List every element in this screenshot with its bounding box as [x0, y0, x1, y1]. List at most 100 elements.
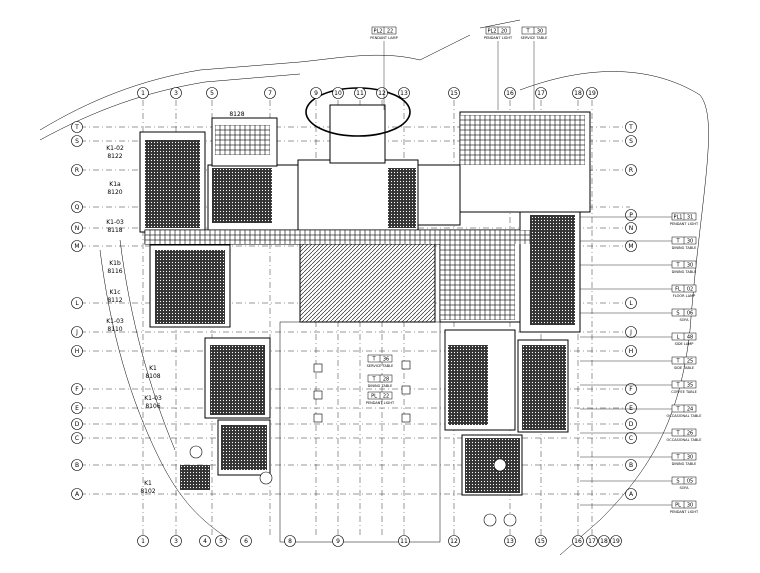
- svg-text:R: R: [629, 167, 633, 174]
- svg-text:C: C: [629, 435, 633, 442]
- room-name: K1: [144, 480, 152, 487]
- svg-text:PL2: PL2: [488, 29, 497, 35]
- svg-text:5: 5: [219, 538, 223, 545]
- svg-text:T: T: [525, 29, 530, 35]
- svg-text:H: H: [629, 348, 634, 355]
- svg-text:SERVICE TABLE: SERVICE TABLE: [367, 364, 394, 368]
- svg-text:1: 1: [141, 90, 145, 97]
- svg-text:T: T: [675, 239, 680, 245]
- svg-text:S: S: [676, 311, 679, 317]
- room-code: 8120: [107, 189, 122, 196]
- svg-text:PENDANT LAMP: PENDANT LAMP: [370, 36, 397, 40]
- svg-text:20: 20: [501, 29, 507, 35]
- svg-text:35: 35: [687, 383, 693, 389]
- svg-text:9: 9: [336, 538, 340, 545]
- svg-text:48: 48: [687, 335, 693, 341]
- grid-bubble-right-J: J: [625, 326, 637, 338]
- grid-bubble-top-16: 16: [504, 87, 516, 99]
- grid-bubble-bottom-4: 4: [199, 535, 211, 547]
- grid-bubble-bottom-6: 6: [240, 535, 252, 547]
- svg-text:13: 13: [506, 538, 514, 545]
- svg-text:PENDANT LIGHT: PENDANT LIGHT: [670, 222, 699, 226]
- svg-text:30: 30: [687, 455, 693, 461]
- svg-text:F: F: [75, 386, 79, 393]
- room-labels: K1-028122K1a8120K1-038118K1b8116K1c8112K…: [106, 145, 162, 495]
- grid-bubble-left-B: B: [71, 459, 83, 471]
- svg-text:T: T: [675, 383, 680, 389]
- svg-text:T: T: [74, 124, 79, 131]
- grid-bubble-bottom-19: 19: [610, 535, 622, 547]
- svg-text:T: T: [371, 377, 376, 383]
- svg-text:T: T: [675, 455, 680, 461]
- svg-text:S: S: [676, 479, 679, 485]
- svg-text:3: 3: [174, 90, 178, 97]
- grid-bubble-top-10: 10: [332, 87, 344, 99]
- svg-text:11: 11: [356, 90, 364, 97]
- grid-bubble-right-D: D: [625, 418, 637, 430]
- svg-text:30: 30: [687, 503, 693, 509]
- svg-text:S: S: [75, 138, 79, 145]
- grid-bubble-bottom-17: 17: [586, 535, 598, 547]
- svg-text:06: 06: [687, 311, 693, 317]
- svg-text:12: 12: [378, 90, 386, 97]
- grid-bubble-right-S: S: [625, 135, 637, 147]
- svg-text:A: A: [75, 491, 80, 498]
- room-code: 8110: [107, 326, 122, 333]
- grid-bubble-left-J: J: [71, 326, 83, 338]
- grid-bubble-top-12: 12: [376, 87, 388, 99]
- svg-text:30: 30: [687, 239, 693, 245]
- svg-text:18: 18: [600, 538, 608, 545]
- svg-text:16: 16: [506, 90, 514, 97]
- grid-bubble-right-R: R: [625, 164, 637, 176]
- svg-text:PL: PL: [371, 394, 377, 400]
- grid-bubble-right-M: M: [625, 240, 637, 252]
- grid-bubble-top-15: 15: [448, 87, 460, 99]
- svg-text:19: 19: [588, 90, 596, 97]
- svg-text:DINING TABLE: DINING TABLE: [672, 246, 697, 250]
- svg-text:05: 05: [687, 479, 693, 485]
- grid-bubble-right-C: C: [625, 432, 637, 444]
- svg-text:SIDE LAMP: SIDE LAMP: [675, 342, 694, 346]
- grid-bubble-left-A: A: [71, 488, 83, 500]
- svg-text:25: 25: [687, 359, 693, 365]
- svg-text:D: D: [629, 421, 634, 428]
- grid-bubble-right-T: T: [625, 121, 637, 133]
- grid-bubble-right-H: H: [625, 345, 637, 357]
- svg-text:E: E: [75, 405, 79, 412]
- svg-text:R: R: [75, 167, 79, 174]
- svg-text:17: 17: [537, 90, 545, 97]
- svg-text:18: 18: [574, 90, 582, 97]
- svg-text:15: 15: [450, 90, 458, 97]
- svg-text:T: T: [675, 431, 680, 437]
- grid-bubble-bottom-5: 5: [215, 535, 227, 547]
- svg-text:Q: Q: [75, 204, 80, 211]
- grid-bubble-right-L: L: [625, 297, 637, 309]
- grid-bubble-top-5: 5: [206, 87, 218, 99]
- grid-bubble-top-13: 13: [398, 87, 410, 99]
- grid-bubble-bottom-11: 11: [398, 535, 410, 547]
- svg-text:11: 11: [400, 538, 408, 545]
- fill-textures: [145, 115, 585, 493]
- room-code: 8108: [145, 373, 160, 380]
- svg-text:N: N: [75, 225, 80, 232]
- room-code: 8112: [107, 297, 122, 304]
- grid-bubble-top-17: 17: [535, 87, 547, 99]
